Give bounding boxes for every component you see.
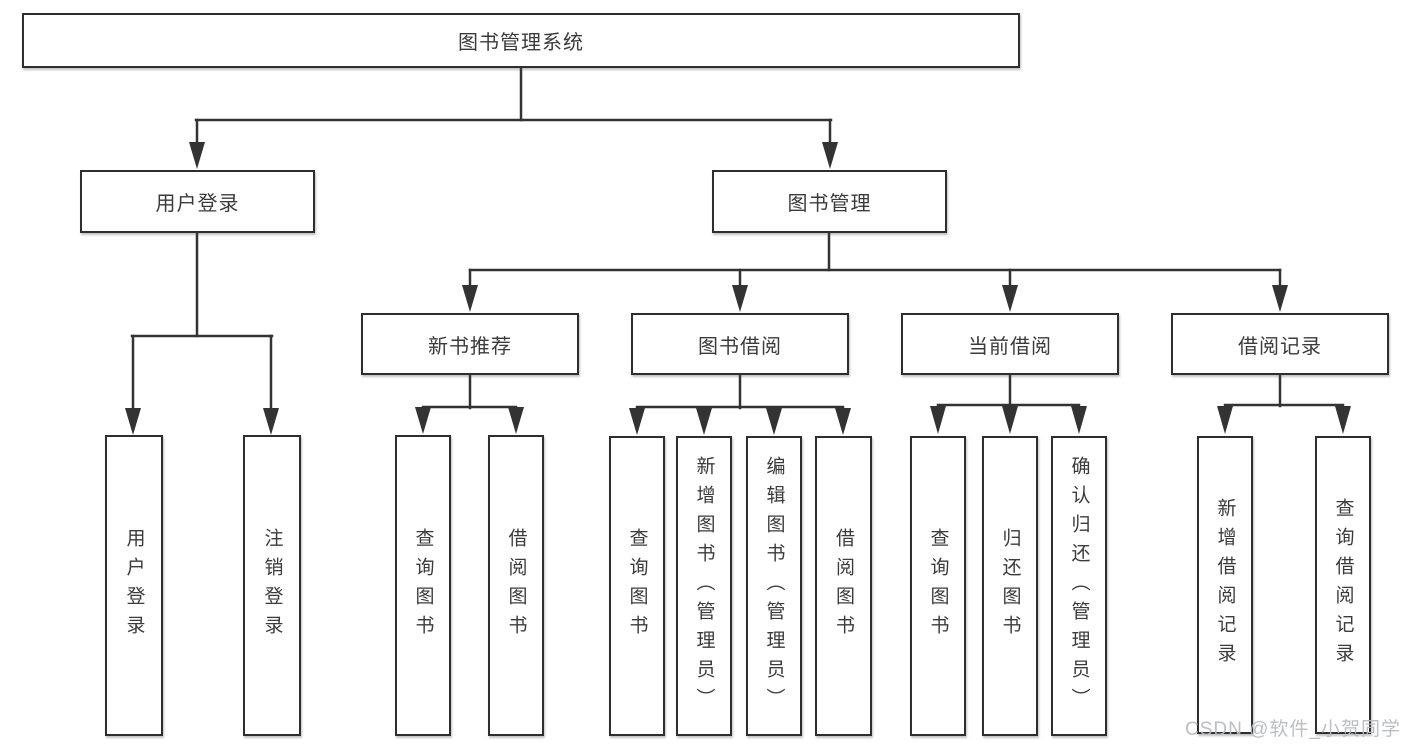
leaf-return-books: 归还图书 [982, 436, 1038, 736]
leaf-edit-books-admin: 编辑图书（管理员） [746, 436, 802, 736]
node-user-login-group-label: 用户登录 [155, 193, 240, 215]
node-borrow-records-label: 借阅记录 [1238, 335, 1322, 358]
connector-userlogin-to-leaves [130, 231, 274, 412]
connector-currentborrow-to-leaves [936, 373, 1081, 408]
connector-borrowrecord-to-leaves [1223, 373, 1345, 408]
leaf-logout-login: 注销登录 [243, 435, 301, 736]
node-user-login-group: 用户登录 [80, 170, 315, 233]
leaf-add-borrow-record: 新增借阅记录 [1197, 436, 1253, 734]
node-book-management: 图书管理 [712, 170, 947, 233]
leaf-query-borrow-record-label: 查询借阅记录 [1332, 498, 1354, 672]
connector-newbook-to-leaves [421, 373, 518, 410]
connector-root-to-level2 [194, 66, 833, 146]
leaf-edit-books-admin-label: 编辑图书（管理员） [763, 455, 785, 717]
node-root-label: 图书管理系统 [458, 32, 584, 54]
leaf-confirm-return-admin-label: 确认归还（管理员） [1068, 455, 1090, 717]
leaf-add-books-admin-label: 新增图书（管理员） [693, 455, 715, 717]
connector-bookborrow-to-leaves [635, 373, 845, 410]
node-current-borrow-label: 当前借阅 [968, 335, 1052, 358]
node-book-borrow-label: 图书借阅 [698, 335, 782, 358]
leaf-borrow-books: 借阅图书 [815, 436, 872, 736]
leaf-query-books-recommend-label: 查询图书 [412, 527, 434, 644]
arrowheads [125, 142, 1351, 435]
leaf-query-books-current: 查询图书 [910, 436, 966, 736]
leaf-query-books-recommend: 查询图书 [395, 435, 451, 736]
node-new-book-recommend-label: 新书推荐 [428, 335, 512, 358]
leaf-borrow-books-label: 借阅图书 [833, 528, 854, 644]
node-borrow-records: 借阅记录 [1171, 313, 1389, 375]
leaf-borrow-books-recommend-label: 借阅图书 [505, 527, 527, 644]
leaf-query-books-current-label: 查询图书 [927, 528, 949, 644]
node-root: 图书管理系统 [22, 13, 1020, 68]
node-book-management-label: 图书管理 [787, 193, 872, 215]
leaf-borrow-books-recommend: 借阅图书 [488, 435, 544, 736]
connector-bookmgmt-to-level3 [468, 231, 1282, 290]
csdn-watermark: CSDN @软件_小贺同学 [1185, 719, 1401, 740]
leaf-user-login: 用户登录 [105, 435, 163, 736]
leaf-add-borrow-record-label: 新增借阅记录 [1214, 498, 1236, 672]
leaf-confirm-return-admin: 确认归还（管理员） [1051, 436, 1107, 736]
leaf-return-books-label: 归还图书 [999, 528, 1021, 644]
node-book-borrow: 图书借阅 [631, 313, 849, 375]
leaf-query-books-borrow-label: 查询图书 [626, 528, 648, 644]
leaf-query-books-borrow: 查询图书 [609, 436, 665, 736]
leaf-query-borrow-record: 查询借阅记录 [1315, 436, 1371, 734]
node-new-book-recommend: 新书推荐 [361, 313, 579, 375]
node-current-borrow: 当前借阅 [901, 313, 1119, 375]
leaf-logout-login-label: 注销登录 [261, 527, 283, 644]
leaf-add-books-admin: 新增图书（管理员） [676, 436, 732, 736]
leaf-user-login-label: 用户登录 [123, 527, 145, 644]
